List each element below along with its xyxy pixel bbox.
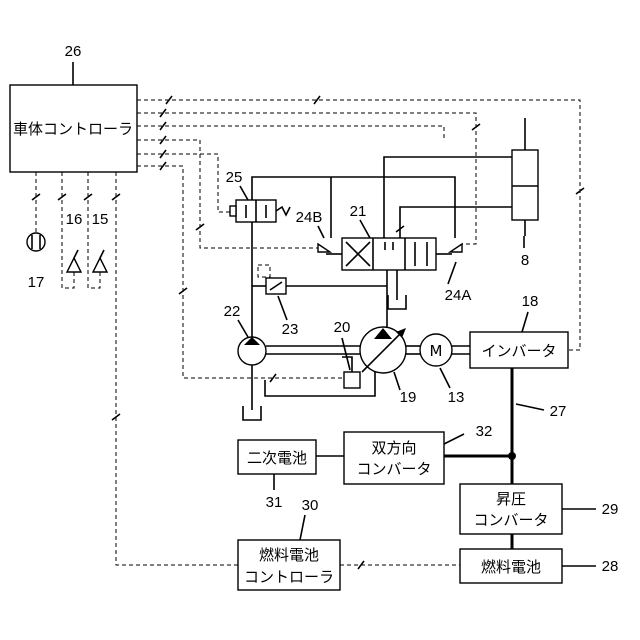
bidirectional-label-2: コンバータ [356,460,431,478]
motor-label: M [430,342,443,360]
ref-24B: 24B [296,209,323,226]
ref-29: 29 [602,501,619,518]
inverter-label: インバータ [481,342,556,360]
ref-21: 21 [350,203,367,220]
directional-control-valve [318,238,462,270]
sensor-15 [93,250,107,272]
ref-30: 30 [302,497,319,514]
vehicle-controller-label: 車体コントローラ [13,120,133,138]
fixed-pump [238,337,266,365]
secondary-battery-label: 二次電池 [247,449,307,467]
pump-regulator [344,372,360,388]
electric-motor: M [420,334,452,366]
ref-22: 22 [224,303,241,320]
ref-23: 23 [282,321,299,338]
variable-pump [360,327,406,373]
inverter: インバータ [470,332,568,368]
sensor-16 [67,250,81,272]
ref-32: 32 [476,423,493,440]
bidirectional-label-1: 双方向 [371,439,416,457]
ref-8: 8 [521,252,529,269]
relief-valve [258,265,286,294]
fuel-cell: 燃料電池 [460,549,562,583]
ref-19: 19 [400,389,417,406]
secondary-battery: 二次電池 [238,440,316,474]
boost-converter: 昇圧 コンバータ [460,484,562,534]
fc-controller-label-1: 燃料電池 [259,546,319,564]
ref-31: 31 [266,494,283,511]
ref-15: 15 [92,211,109,228]
ref-17: 17 [28,274,45,291]
ref-20: 20 [334,319,351,336]
ref-28: 28 [602,558,619,575]
ref-13: 13 [448,389,465,406]
ref-24A: 24A [445,287,472,304]
solenoid-valve [230,200,290,222]
ref-27: 27 [550,403,567,420]
hydraulic-cylinder [512,118,538,236]
vehicle-controller: 車体コントローラ [10,85,137,172]
bidirectional-converter: 双方向 コンバータ [344,432,444,484]
ref-25: 25 [226,169,243,186]
boost-label-2: コンバータ [473,511,548,529]
boost-label-1: 昇圧 [496,490,526,508]
sensor-17 [27,233,45,251]
fc-controller-label-2: コントローラ [244,568,334,586]
fuel-cell-label: 燃料電池 [481,558,541,576]
fuel-cell-controller: 燃料電池 コントローラ [238,540,340,590]
ref-26: 26 [65,43,82,60]
ref-18: 18 [522,293,539,310]
ref-16: 16 [66,211,83,228]
